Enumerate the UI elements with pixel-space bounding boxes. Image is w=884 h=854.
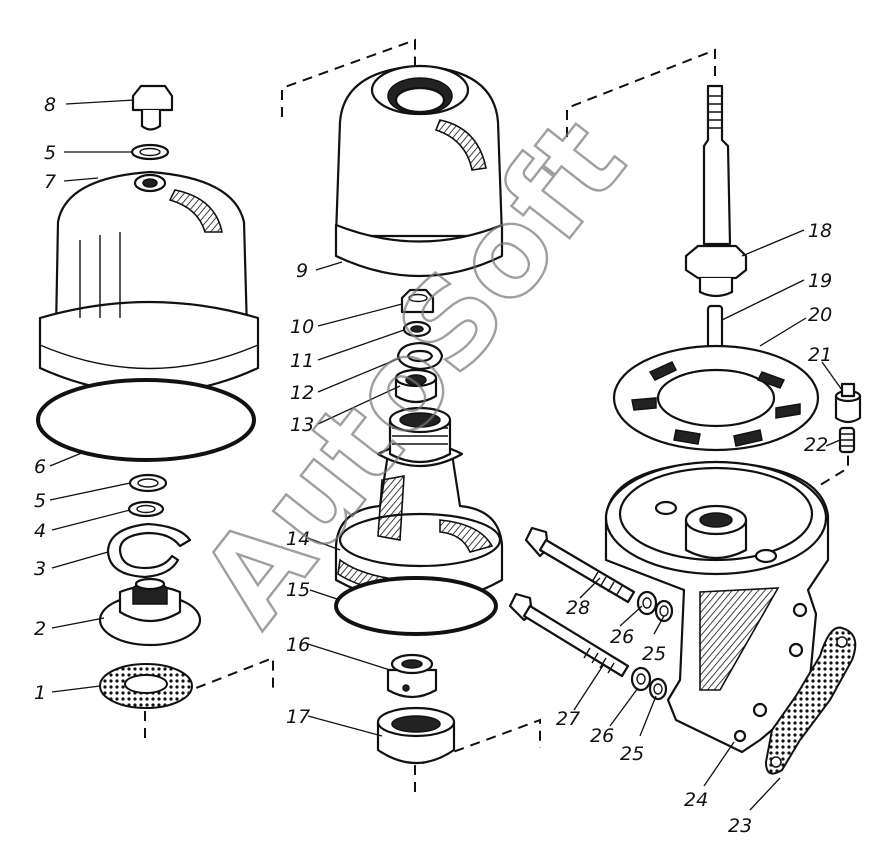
callout-13: 13 — [290, 414, 314, 436]
callout-7: 7 — [44, 171, 56, 193]
part-9-rotor-cap — [334, 64, 504, 278]
part-22-spring — [838, 426, 856, 454]
callout-12: 12 — [290, 382, 314, 404]
callout-5-lower: 5 — [34, 490, 46, 512]
callout-11: 11 — [290, 350, 314, 372]
callout-10: 10 — [290, 316, 314, 338]
part-17-bushing — [376, 706, 456, 765]
callout-9: 9 — [296, 260, 308, 282]
part-12-spring-washer — [396, 341, 444, 371]
part-13-bearing — [394, 368, 438, 404]
part-23-gasket — [764, 626, 857, 775]
part-21-plug — [834, 382, 862, 424]
washers-26-25 — [630, 590, 674, 701]
part-6-gasket — [36, 378, 256, 462]
callout-1: 1 — [34, 682, 46, 704]
callout-28: 28 — [566, 597, 590, 619]
callout-27: 27 — [556, 708, 580, 730]
callout-16: 16 — [286, 634, 310, 656]
callout-18: 18 — [808, 220, 832, 242]
callout-26-upper: 26 — [610, 626, 634, 648]
part-24-housing — [604, 460, 830, 754]
callout-21: 21 — [808, 344, 832, 366]
callout-8: 8 — [44, 94, 56, 116]
callout-2: 2 — [34, 618, 46, 640]
callout-3: 3 — [34, 558, 46, 580]
callout-5-top: 5 — [44, 142, 56, 164]
part-10-nut — [400, 288, 435, 314]
callout-19: 19 — [808, 270, 832, 292]
part-1-filter-gasket — [99, 663, 193, 709]
callout-22: 22 — [804, 434, 828, 456]
part-20-disc — [612, 344, 820, 452]
part-14-rotor-body — [334, 406, 504, 605]
part-5-washer-lower — [128, 473, 168, 493]
part-15-o-ring — [334, 576, 498, 636]
callout-26-lower: 26 — [590, 725, 614, 747]
part-4-washer — [127, 500, 165, 518]
callout-25-lower: 25 — [620, 743, 644, 765]
callout-25-upper: 25 — [642, 643, 666, 665]
callout-15: 15 — [286, 579, 310, 601]
part-28-bolt — [524, 526, 636, 604]
callout-17: 17 — [286, 706, 310, 728]
callout-6: 6 — [34, 456, 46, 478]
callout-4: 4 — [34, 520, 46, 542]
part-7-cover — [38, 170, 260, 395]
callout-20: 20 — [808, 304, 832, 326]
part-8-bolt — [131, 84, 174, 131]
callout-labels: 8 5 7 6 5 4 3 2 1 9 10 11 12 13 14 15 16… — [34, 94, 832, 837]
part-5-washer-top — [130, 143, 170, 161]
leader-lines — [49, 99, 843, 811]
part-16-nozzle — [386, 653, 438, 699]
part-2-valve-seat — [98, 577, 202, 647]
callout-24: 24 — [684, 789, 708, 811]
part-27-bolt — [508, 592, 630, 678]
callout-23: 23 — [728, 815, 752, 837]
part-3-circlip — [106, 522, 192, 579]
callout-14: 14 — [286, 528, 310, 550]
part-18-axle — [684, 84, 748, 298]
